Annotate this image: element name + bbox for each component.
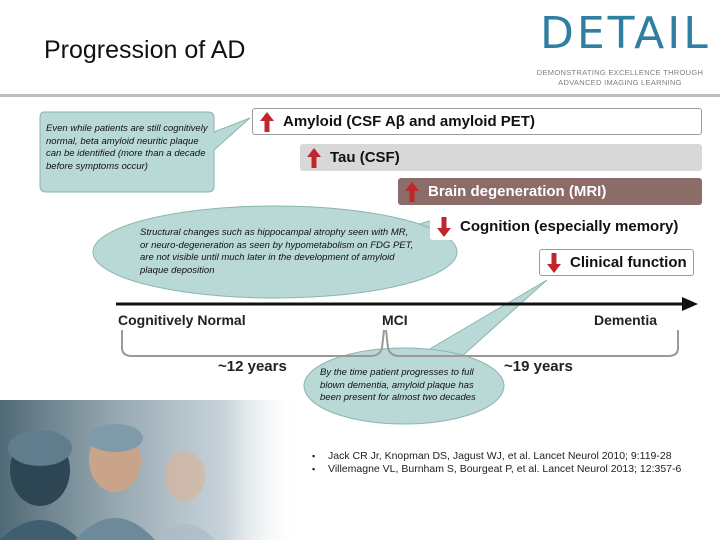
stage-dementia: Dementia [594, 312, 658, 328]
biomarker-bar-brain-degeneration: Brain degeneration (MRI) [398, 178, 702, 205]
reference-text: Jack CR Jr, Knopman DS, Jagust WJ, et al… [328, 450, 672, 462]
biomarker-bar-cognition: Cognition (especially memory) [430, 213, 702, 240]
references-list: ▪ Jack CR Jr, Knopman DS, Jagust WJ, et … [312, 450, 692, 475]
clinicians-photo [0, 400, 300, 540]
biomarker-label: Cognition (especially memory) [460, 218, 679, 235]
callout-bubble-3 [303, 347, 505, 425]
callout-bubble-2 [92, 205, 458, 299]
biomarker-bar-clinical-function: Clinical function [539, 249, 694, 276]
biomarker-bar-amyloid: Amyloid (CSF Aβ and amyloid PET) [252, 108, 702, 135]
reference-text: Villemagne VL, Burnham S, Bourgeat P, et… [328, 462, 682, 475]
biomarker-label: Tau (CSF) [330, 149, 400, 166]
arrow-up-icon [260, 111, 274, 132]
detail-logo: DETAIL [540, 8, 711, 59]
timeline-arrow [116, 297, 698, 311]
arrow-up-icon [405, 181, 419, 202]
callout-text-2: Structural changes such as hippocampal a… [140, 227, 414, 276]
arrow-down-icon [437, 216, 451, 237]
logo-tagline: DEMONSTRATING EXCELLENCE THROUGH ADVANCE… [528, 68, 712, 88]
duration-normal-to-mci: ~12 years [218, 358, 287, 375]
duration-to-dementia: ~19 years [504, 358, 573, 375]
biomarker-label: Amyloid (CSF Aβ and amyloid PET) [283, 113, 535, 130]
biomarker-label: Brain degeneration (MRI) [428, 183, 607, 200]
reference-item: ▪ Villemagne VL, Burnham S, Bourgeat P, … [312, 463, 692, 476]
logo-tagline-line-1: DEMONSTRATING EXCELLENCE THROUGH [536, 68, 704, 77]
arrow-down-icon [547, 252, 561, 273]
callout-bubble-1 [39, 111, 251, 193]
stage-mci: MCI [382, 312, 408, 328]
logo-tagline-line-2: ADVANCED IMAGING LEARNING [558, 78, 682, 87]
slide-title: Progression of AD [44, 36, 246, 64]
title-divider [0, 94, 720, 97]
callout-text-1: Even while patients are still cognitivel… [46, 123, 208, 172]
stage-cognitively-normal: Cognitively Normal [118, 312, 246, 328]
duration-brackets [121, 329, 679, 357]
bullet-icon: ▪ [312, 451, 316, 461]
bullet-icon: ▪ [312, 463, 316, 474]
biomarker-label: Clinical function [570, 254, 687, 271]
biomarker-bar-tau: Tau (CSF) [300, 144, 702, 171]
reference-item: ▪ Jack CR Jr, Knopman DS, Jagust WJ, et … [312, 450, 692, 463]
callout-text-3: By the time patient progresses to full b… [320, 367, 476, 403]
arrow-up-icon [307, 147, 321, 168]
